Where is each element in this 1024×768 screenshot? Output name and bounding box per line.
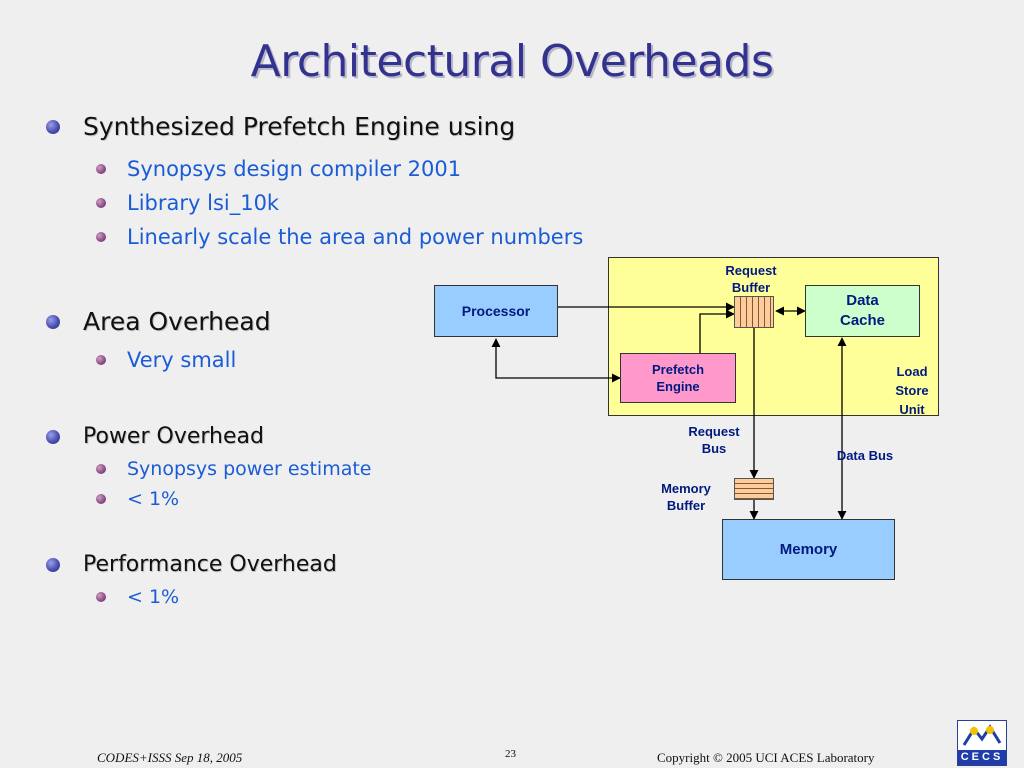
footer-left: CODES+ISSS Sep 18, 2005 — [97, 750, 243, 765]
sub-bullet-scale: Linearly scale the area and power number… — [96, 225, 583, 249]
sub-bullet-power-percent: < 1% — [96, 488, 179, 510]
data-bus-label: Data Bus — [836, 448, 894, 463]
lsu-label-1: Load — [896, 364, 928, 379]
request-buffer-label: Request Buffer — [716, 262, 786, 296]
sub-bullet-dot-icon — [96, 464, 106, 474]
data-cache-label-1: Data — [846, 292, 879, 309]
sub-bullet-performance-percent: < 1% — [96, 586, 179, 608]
memory-box: Memory — [722, 519, 895, 580]
cecs-logo: CECS — [957, 720, 1007, 766]
bullet-performance-overhead: Performance Overhead — [46, 552, 337, 577]
prefetch-engine-box: Prefetch Engine — [620, 353, 736, 403]
bullet-dot-icon — [46, 429, 60, 444]
sub-bullet-dot-icon — [96, 592, 106, 602]
bullet-text: Area Overhead — [83, 307, 271, 336]
bullet-text: Performance Overhead — [83, 552, 337, 577]
bullet-text: Power Overhead — [83, 424, 264, 449]
sub-bullet-text: < 1% — [127, 586, 180, 608]
sub-bullet-dot-icon — [96, 198, 106, 208]
lsu-label-2: Store — [895, 383, 929, 398]
sub-bullet-dot-icon — [96, 164, 106, 174]
sub-bullet-very-small: Very small — [96, 348, 236, 372]
request-bus-label-1: Request — [688, 424, 740, 439]
sub-bullet-text: Very small — [127, 348, 237, 372]
data-cache-box: Data Cache — [805, 285, 920, 337]
cecs-logo-emblem-icon — [962, 724, 1002, 746]
bullet-area-overhead: Area Overhead — [46, 307, 271, 336]
slide-title: Architectural Overheads — [250, 36, 774, 87]
prefetch-engine-label-2: Engine — [656, 379, 700, 394]
cecs-logo-text: CECS — [958, 750, 1006, 765]
memory-buffer-label-2: Buffer — [666, 498, 706, 513]
footer-copyright: Copyright © 2005 UCI ACES Laboratory — [657, 750, 875, 765]
sub-bullet-text: Library lsi_10k — [127, 191, 280, 215]
sub-bullet-dot-icon — [96, 232, 106, 242]
request-buffer-label-2: Buffer — [731, 280, 771, 295]
processor-label: Processor — [461, 303, 531, 319]
sub-bullet-library: Library lsi_10k — [96, 191, 279, 215]
bullet-dot-icon — [46, 557, 60, 572]
sub-bullet-text: Synopsys power estimate — [127, 458, 372, 480]
bullet-dot-icon — [46, 119, 60, 134]
bullet-dot-icon — [46, 314, 60, 329]
lsu-label-3: Unit — [899, 402, 925, 417]
prefetch-engine-label-1: Prefetch — [651, 362, 705, 377]
request-buffer — [734, 296, 774, 328]
sub-bullet-power-estimate: Synopsys power estimate — [96, 458, 372, 480]
sub-bullet-dot-icon — [96, 355, 106, 365]
sub-bullet-compiler: Synopsys design compiler 2001 — [96, 157, 461, 181]
bullet-prefetch-engine: Synthesized Prefetch Engine using — [46, 112, 515, 141]
bullet-power-overhead: Power Overhead — [46, 424, 264, 449]
memory-label: Memory — [779, 541, 838, 558]
data-cache-label-2: Cache — [839, 312, 886, 329]
request-buffer-label-1: Request — [725, 263, 777, 278]
memory-buffer — [734, 478, 774, 500]
sub-bullet-text: < 1% — [127, 488, 180, 510]
sub-bullet-text: Synopsys design compiler 2001 — [127, 157, 462, 181]
memory-buffer-label: Memory Buffer — [651, 480, 721, 514]
load-store-unit-label: Load Store Unit — [884, 362, 940, 419]
request-bus-label-2: Bus — [701, 441, 727, 456]
sub-bullet-dot-icon — [96, 494, 106, 504]
bullet-text: Synthesized Prefetch Engine using — [83, 112, 516, 141]
request-bus-label: Request Bus — [679, 423, 749, 457]
processor-prefetch-arrow — [491, 338, 621, 383]
page-number: 23 — [505, 748, 516, 760]
processor-box: Processor — [434, 285, 558, 337]
sub-bullet-text: Linearly scale the area and power number… — [127, 225, 584, 249]
memory-buffer-label-1: Memory — [661, 481, 711, 496]
